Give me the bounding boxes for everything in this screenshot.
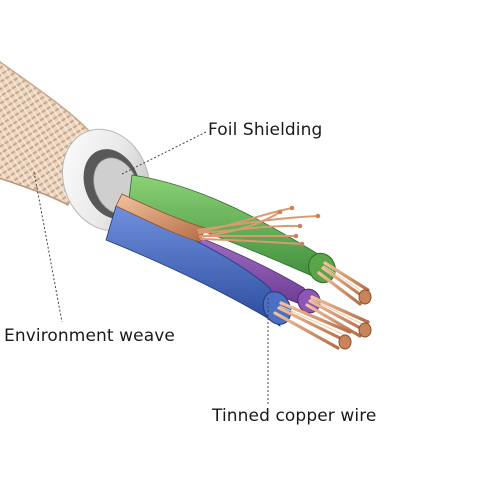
leader-lines <box>33 131 269 404</box>
purple-wire-tip <box>358 322 372 338</box>
environment-weave-label: Environment weave <box>4 326 175 346</box>
weave-leader-line <box>33 171 63 323</box>
copper-strand-bundle <box>115 193 321 247</box>
copper-wire-bundles <box>273 261 372 350</box>
insulated-conductors <box>105 174 336 327</box>
blue-wire-tip <box>338 334 352 350</box>
foil-shielding-label: Foil Shielding <box>208 120 323 140</box>
tinned-copper-wire-label: Tinned copper wire <box>212 406 377 426</box>
green-wire-tip <box>358 289 372 305</box>
